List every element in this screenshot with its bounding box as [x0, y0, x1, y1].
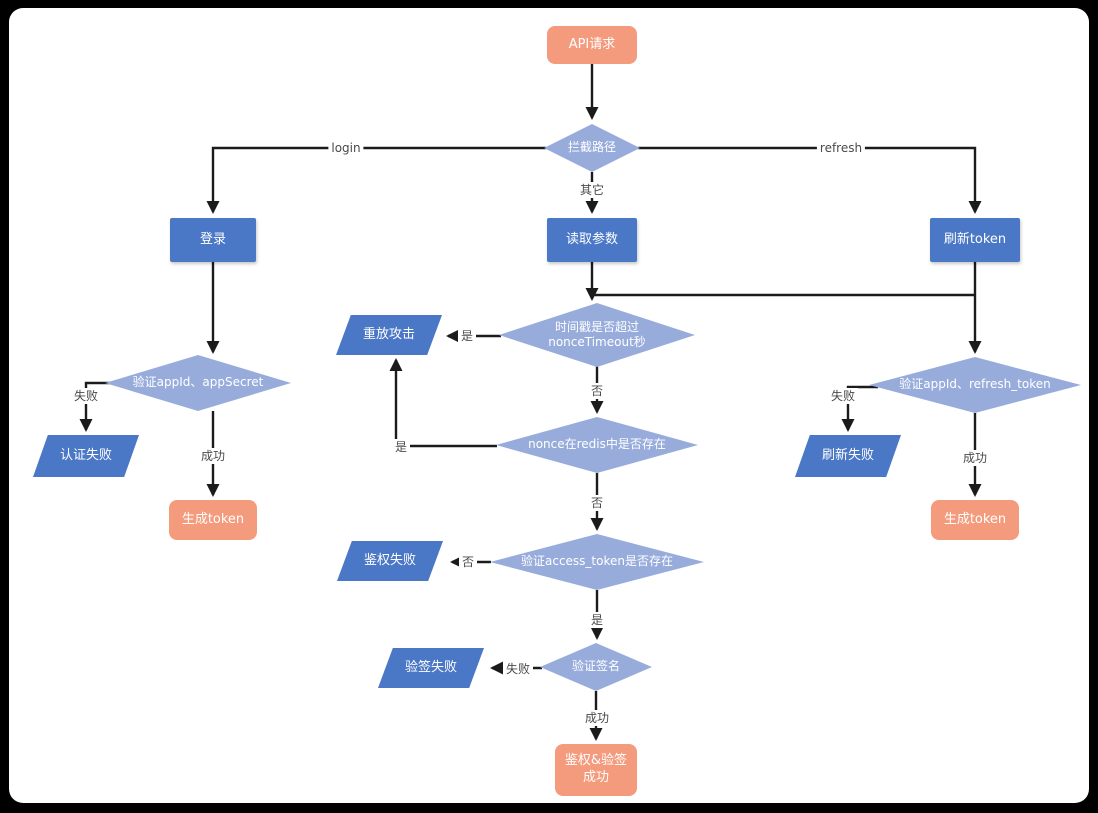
- node-gen-token-right: 生成token: [931, 500, 1019, 540]
- edge-label-sign-fail: 失败: [502, 661, 534, 677]
- edge-label-sign-success: 成功: [581, 710, 613, 726]
- edge-label-refresh-success: 成功: [959, 450, 991, 466]
- edge-label-refresh: refresh: [816, 140, 866, 156]
- node-refresh-fail: 刷新失败: [795, 435, 901, 477]
- edge-label-nonce-yes: 是: [391, 439, 411, 455]
- edge-intercept-login: [206, 146, 546, 214]
- edge-label-timestamp-yes: 是: [457, 328, 477, 344]
- edge-label-login-fail: 失败: [70, 388, 102, 404]
- edge-label-other: 其它: [576, 182, 608, 198]
- node-authz-fail: 鉴权失败: [337, 541, 443, 581]
- node-refresh-token: 刷新token: [930, 218, 1020, 262]
- node-replay-attack: 重放攻击: [336, 315, 442, 355]
- edge-label-access-no: 否: [458, 554, 478, 570]
- node-login: 登录: [170, 218, 256, 262]
- node-read-params: 读取参数: [547, 218, 637, 262]
- edge-label-access-yes: 是: [587, 612, 607, 628]
- edge-verifyrefresh-refreshfail: [841, 385, 878, 432]
- edge-label-login: login: [328, 140, 364, 156]
- node-auth-fail: 认证失败: [33, 435, 139, 477]
- edge-label-refresh-fail: 失败: [827, 388, 859, 404]
- node-api-request: API请求: [547, 26, 637, 64]
- edge-label-timestamp-no: 否: [587, 383, 607, 399]
- edge-nonce-replay: [389, 358, 497, 448]
- edge-verifyappid-authfail: [79, 381, 110, 432]
- edge-label-login-success: 成功: [197, 448, 229, 464]
- node-final-success: 鉴权&验签成功: [555, 744, 637, 796]
- node-sign-fail: 验签失败: [378, 648, 484, 688]
- node-gen-token-left: 生成token: [169, 500, 257, 540]
- edge-label-nonce-no: 否: [587, 495, 607, 511]
- edge-intercept-refresh: [638, 146, 982, 214]
